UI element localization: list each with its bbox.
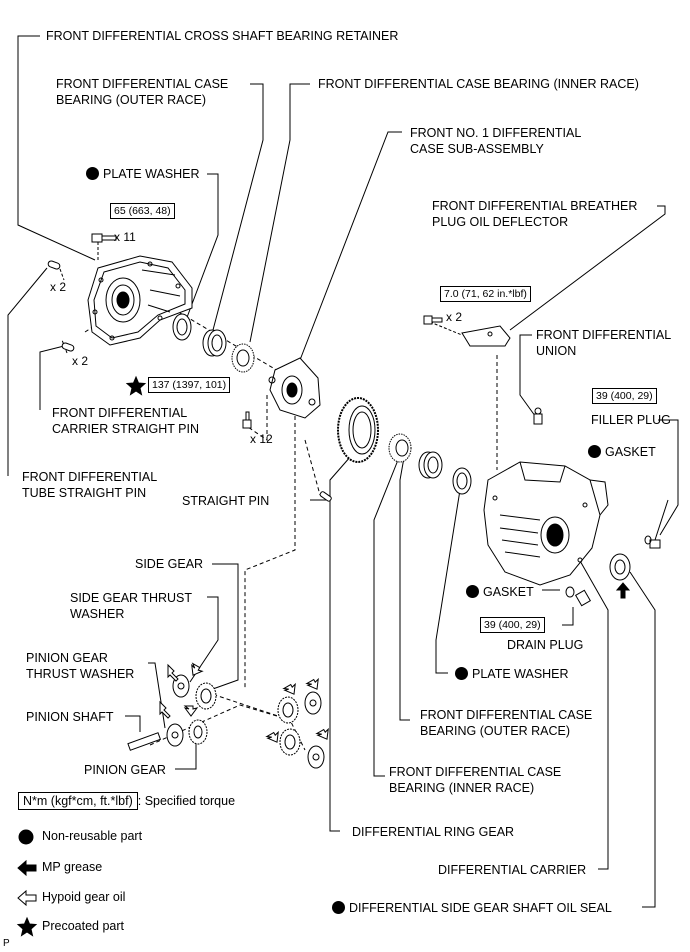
label-cross-shaft-retainer: FRONT DIFFERENTIAL CROSS SHAFT BEARING R…	[46, 29, 399, 43]
count-ring-gear-bolts: x 12	[250, 432, 273, 446]
non-reusable-dot-icon	[588, 445, 601, 458]
mp-grease-icon	[17, 859, 37, 877]
label-tube-straight-pin-2: TUBE STRAIGHT PIN	[22, 486, 147, 500]
legend-precoated: Precoated part	[42, 919, 124, 933]
tube-straight-pin	[47, 260, 61, 270]
legend-hypoid-oil: Hypoid gear oil	[42, 890, 126, 904]
non-reusable-dot-icon	[455, 667, 468, 680]
non-reusable-dot-icon	[86, 167, 99, 180]
bearing-outer-race-left	[202, 329, 227, 357]
carrier-straight-pin	[61, 342, 75, 352]
label-pinion-gear-thrust-washer-2: THRUST WASHER	[26, 667, 135, 681]
label-ring-gear: DIFFERENTIAL RING GEAR	[352, 825, 515, 839]
pinion-gear-set	[127, 674, 325, 769]
label-front-diff-union-2: UNION	[536, 344, 577, 358]
label-differential-carrier: DIFFERENTIAL CARRIER	[438, 863, 587, 877]
torque-drain-plug: 39 (400, 29)	[480, 617, 545, 633]
label-breather-deflector-1: FRONT DIFFERENTIAL BREATHER	[432, 199, 638, 213]
count-deflector-bolts: x 2	[446, 310, 463, 324]
label-case-bearing-outer-top-1: FRONT DIFFERENTIAL CASE	[56, 77, 229, 91]
label-pinion-gear-thrust-washer-1: PINION GEAR	[26, 651, 108, 665]
ring-gear	[337, 397, 379, 463]
label-tube-straight-pin-1: FRONT DIFFERENTIAL	[22, 470, 158, 484]
label-straight-pin: STRAIGHT PIN	[182, 494, 270, 508]
plate-washer-left	[172, 313, 192, 341]
legend-symbols	[16, 829, 38, 937]
non-reusable-icon	[18, 829, 34, 845]
label-drain-plug: DRAIN PLUG	[507, 638, 584, 652]
oil-seal-text: DIFFERENTIAL SIDE GEAR SHAFT OIL SEAL	[349, 901, 612, 915]
plate-washer-right	[452, 467, 472, 495]
ring-gear-bolt	[242, 411, 252, 429]
breather-plug-oil-deflector	[461, 325, 511, 347]
label-breather-deflector-2: PLUG OIL DEFLECTOR	[432, 215, 569, 229]
gasket-right-text: GASKET	[605, 445, 656, 459]
hypoid-oil-icon	[17, 889, 37, 907]
label-case-bearing-outer-bottom-1: FRONT DIFFERENTIAL CASE	[420, 708, 593, 722]
label-case-bearing-outer-top-2: BEARING (OUTER RACE)	[56, 93, 207, 107]
torque-retainer-bolt: 65 (663, 48)	[110, 203, 175, 219]
label-gasket-drain: GASKET	[466, 584, 534, 600]
label-side-gear-thrust-washer-2: WASHER	[70, 607, 125, 621]
label-plate-washer-top: PLATE WASHER	[86, 166, 200, 182]
count-pins-lower: x 2	[72, 354, 89, 368]
legend-mp-grease: MP grease	[42, 860, 103, 874]
non-reusable-dot-icon	[466, 585, 479, 598]
label-side-gear: SIDE GEAR	[135, 557, 204, 571]
drain-plug	[565, 586, 592, 607]
label-pinion-shaft: PINION SHAFT	[26, 710, 114, 724]
label-case-bearing-outer-bottom-2: BEARING (OUTER RACE)	[420, 724, 571, 738]
hypoid-oil-arrows	[159, 662, 329, 743]
label-case-bearing-inner-bottom-2: BEARING (INNER RACE)	[389, 781, 535, 795]
gasket-drain-text: GASKET	[483, 585, 534, 599]
differential-carrier-housing	[483, 461, 609, 586]
precoated-star-icon	[125, 375, 147, 396]
count-retainer-bolts: x 11	[114, 230, 136, 244]
label-case-bearing-inner-bottom-1: FRONT DIFFERENTIAL CASE	[389, 765, 562, 779]
plate-washer-top-text: PLATE WASHER	[103, 167, 200, 181]
torque-filler-plug: 39 (400, 29)	[592, 388, 657, 404]
legend-torque-text: : Specified torque	[137, 794, 236, 808]
label-carrier-straight-pin-1: FRONT DIFFERENTIAL	[52, 406, 188, 420]
side-gear-shaft-oil-seal	[609, 553, 631, 599]
label-pinion-gear: PINION GEAR	[84, 763, 166, 777]
legend-torque-box: N*m (kgf*cm, ft.*lbf)	[18, 792, 138, 810]
torque-ring-gear-bolt: 137 (1397, 101)	[148, 377, 231, 393]
label-filler-plug: FILLER PLUG	[591, 413, 671, 427]
label-gasket-right: GASKET	[588, 444, 656, 460]
deflector-bolt	[423, 315, 443, 325]
differential-case	[268, 357, 321, 419]
label-case-sub-assembly-1: FRONT NO. 1 DIFFERENTIAL	[410, 126, 582, 140]
label-side-gear-thrust-washer-1: SIDE GEAR THRUST	[70, 591, 193, 605]
label-carrier-straight-pin-2: CARRIER STRAIGHT PIN	[52, 422, 200, 436]
torque-deflector-bolt: 7.0 (71, 62 in.*lbf)	[440, 286, 531, 302]
legend-torque: N*m (kgf*cm, ft.*lbf): Specified torque	[18, 792, 236, 810]
label-plate-washer-bottom: PLATE WASHER	[455, 666, 569, 682]
label-front-diff-union-1: FRONT DIFFERENTIAL	[536, 328, 672, 342]
filler-plug	[644, 499, 669, 549]
bearing-inner-race-right	[388, 433, 412, 463]
label-case-bearing-inner-top: FRONT DIFFERENTIAL CASE BEARING (INNER R…	[318, 77, 639, 91]
count-pins-upper: x 2	[50, 280, 67, 294]
bearing-inner-race-left	[231, 343, 255, 373]
precoated-icon	[16, 916, 38, 937]
label-side-gear-shaft-oil-seal: DIFFERENTIAL SIDE GEAR SHAFT OIL SEAL	[332, 900, 612, 916]
cross-shaft-bearing-retainer	[87, 255, 193, 346]
bearing-outer-race-right	[418, 451, 443, 479]
legend-non-reusable: Non-reusable part	[42, 829, 143, 843]
plate-washer-bottom-text: PLATE WASHER	[472, 667, 569, 681]
retainer-bolt	[91, 233, 117, 243]
label-case-sub-assembly-2: CASE SUB-ASSEMBLY	[410, 142, 544, 156]
straight-pin	[319, 491, 332, 502]
front-differential-union	[533, 407, 543, 425]
non-reusable-dot-icon	[332, 901, 345, 914]
corner-mark: P	[3, 938, 10, 949]
